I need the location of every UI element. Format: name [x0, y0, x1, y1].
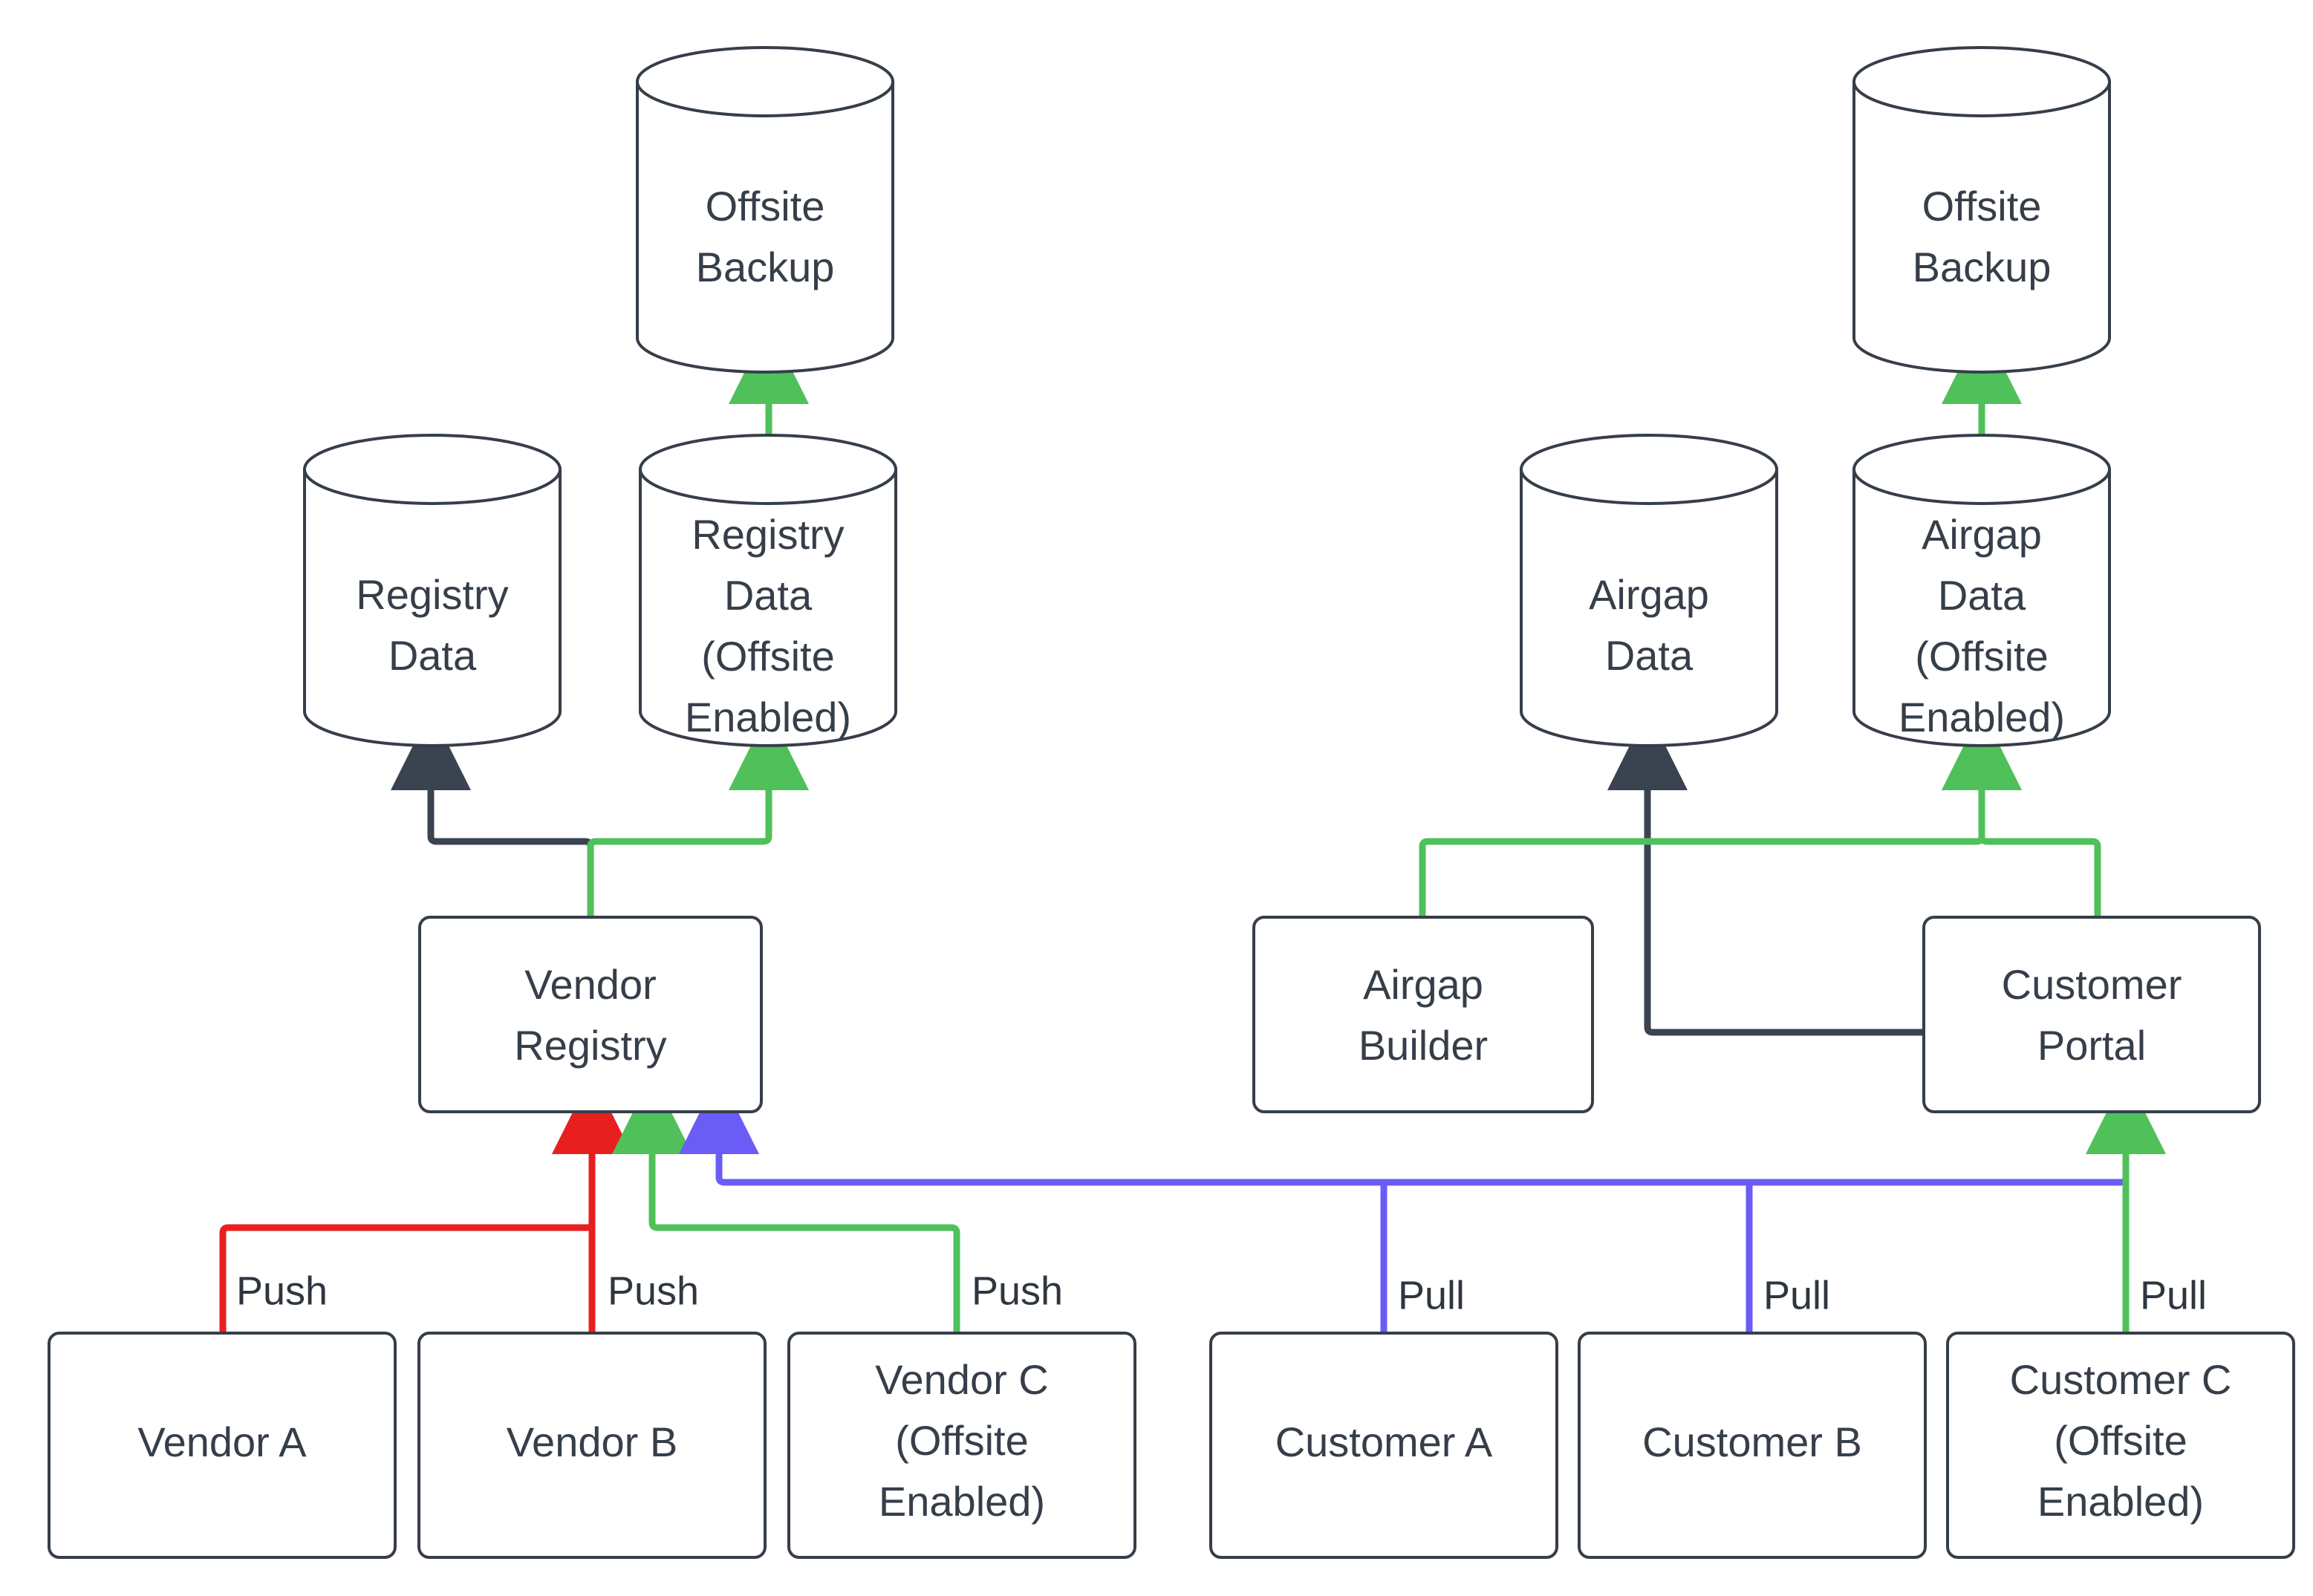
- airgap-data-offsite-line4: Enabled): [1899, 694, 2065, 740]
- edge-customer-portal-to-airgap-data: [1607, 710, 1924, 1036]
- offsite-backup-right-line2: Backup: [1913, 244, 2052, 290]
- customer-a-line1: Customer A: [1275, 1419, 1493, 1465]
- edge-label-pull-b: Pull: [1763, 1273, 1830, 1317]
- customer-portal-line2: Portal: [2037, 1022, 2146, 1069]
- offsite-backup-left-line1: Offsite: [706, 183, 825, 229]
- node-offsite-backup-left[interactable]: Offsite Backup: [636, 46, 894, 374]
- airgap-data-offsite-line1: Airgap: [1922, 511, 2042, 558]
- edge-vendor-registry-to-registry-data-offsite: [587, 710, 809, 917]
- vendor-c-line2: (Offsite: [895, 1417, 1028, 1464]
- customer-c-line2: (Offsite: [2054, 1417, 2187, 1464]
- airgap-data-line1: Airgap: [1589, 571, 1709, 618]
- registry-data-offsite-line3: (Offsite: [701, 633, 834, 680]
- vendor-a-line1: Vendor A: [137, 1419, 307, 1465]
- node-vendor-c[interactable]: Vendor C (Offsite Enabled): [787, 1332, 1136, 1559]
- airgap-data-line2: Data: [1605, 632, 1694, 679]
- node-airgap-data[interactable]: Airgap Data: [1520, 434, 1778, 747]
- node-registry-data[interactable]: Registry Data: [303, 434, 562, 747]
- node-customer-a[interactable]: Customer A: [1209, 1332, 1558, 1559]
- customer-portal-line1: Customer: [2002, 961, 2182, 1008]
- edge-label-push-c: Push: [972, 1268, 1063, 1313]
- vendor-registry-line2: Registry: [514, 1022, 666, 1069]
- registry-data-line1: Registry: [356, 571, 508, 618]
- node-customer-portal[interactable]: Customer Portal: [1922, 916, 2261, 1113]
- registry-data-offsite-line4: Enabled): [685, 694, 851, 740]
- vendor-c-line3: Enabled): [879, 1478, 1045, 1525]
- customer-c-line1: Customer C: [2010, 1356, 2232, 1403]
- edge-label-push-b: Push: [608, 1268, 699, 1313]
- registry-data-offsite-line2: Data: [724, 572, 813, 619]
- node-airgap-data-offsite[interactable]: Airgap Data (Offsite Enabled): [1852, 434, 2111, 747]
- node-vendor-registry[interactable]: Vendor Registry: [418, 916, 763, 1113]
- vendor-c-line1: Vendor C: [875, 1356, 1049, 1403]
- vendor-b-line1: Vendor B: [507, 1419, 677, 1465]
- offsite-backup-left-line2: Backup: [696, 244, 835, 290]
- edge-customer-portal-to-airgap-data-offsite: [1942, 710, 2101, 917]
- node-vendor-a[interactable]: Vendor A: [48, 1332, 397, 1559]
- airgap-builder-line1: Airgap: [1363, 961, 1483, 1008]
- edge-label-push-a: Push: [236, 1268, 328, 1313]
- airgap-builder-line2: Builder: [1359, 1022, 1488, 1069]
- airgap-data-offsite-line3: (Offsite: [1915, 633, 2048, 680]
- node-offsite-backup-right[interactable]: Offsite Backup: [1852, 46, 2111, 374]
- customer-c-line3: Enabled): [2037, 1478, 2204, 1525]
- vendor-registry-line1: Vendor: [524, 961, 657, 1008]
- registry-data-line2: Data: [388, 632, 477, 679]
- edge-vendor-c-to-vendor-registry: [612, 1074, 960, 1333]
- edge-label-pull-a: Pull: [1398, 1273, 1465, 1317]
- registry-data-offsite-line1: Registry: [692, 511, 844, 558]
- edge-vendor-registry-to-registry-data: [391, 710, 594, 917]
- customer-b-line1: Customer B: [1642, 1419, 1862, 1465]
- node-airgap-builder[interactable]: Airgap Builder: [1252, 916, 1594, 1113]
- edge-label-pull-c: Pull: [2140, 1273, 2207, 1317]
- edge-customer-portal-to-vendor-registry: [679, 1074, 2130, 1186]
- node-vendor-b[interactable]: Vendor B: [417, 1332, 767, 1559]
- edge-airgap-builder-to-airgap-data-offsite: [1419, 710, 2022, 917]
- node-registry-data-offsite[interactable]: Registry Data (Offsite Enabled): [639, 434, 897, 747]
- node-customer-c[interactable]: Customer C (Offsite Enabled): [1946, 1332, 2295, 1559]
- offsite-backup-right-line1: Offsite: [1922, 183, 2042, 229]
- airgap-data-offsite-line2: Data: [1938, 572, 2026, 619]
- node-customer-b[interactable]: Customer B: [1578, 1332, 1927, 1559]
